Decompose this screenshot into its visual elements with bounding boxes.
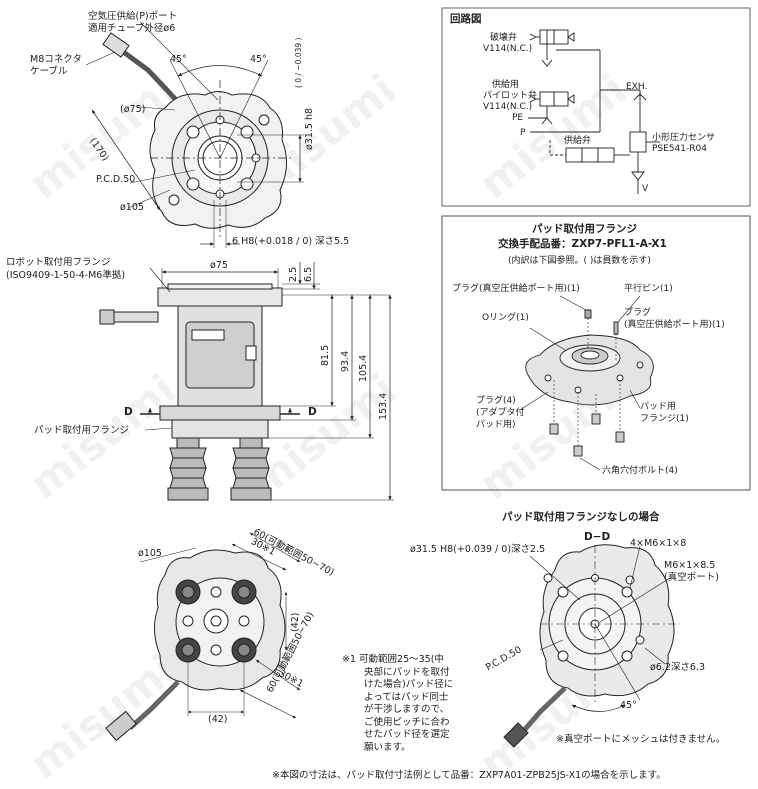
dim-2-5-label: 2.5 bbox=[288, 266, 299, 282]
robot-flange-label: ロボット取付用フランジ bbox=[6, 257, 111, 268]
note-line: が干渉しますので、 bbox=[364, 704, 450, 715]
section-angle-label: 45° bbox=[620, 700, 637, 711]
bore-tol-label: ( 0 / −0.039 ) bbox=[294, 37, 303, 88]
note-line: ※1 可動範囲25～35(中 bbox=[342, 654, 444, 665]
note-line: 願います。 bbox=[364, 741, 411, 753]
dim-153-4-label: 153.4 bbox=[378, 392, 389, 420]
section-view-title: パッド取付用フランジなしの場合 bbox=[502, 511, 660, 523]
break-valve-model: V114(N.C.) bbox=[483, 44, 533, 54]
hole-depth-label: ø6.2深さ6.3 bbox=[650, 662, 706, 673]
circuit-diagram bbox=[441, 7, 751, 207]
dim-81-5-label: 81.5 bbox=[320, 344, 331, 366]
bottom-view bbox=[105, 532, 301, 742]
m6-holes-label: 4×M6×1×8 bbox=[630, 538, 687, 549]
sensor-model: PSE541-R04 bbox=[652, 144, 707, 154]
pilot-valve-model: V114(N.C.) bbox=[483, 102, 533, 112]
supply-valve-label: 供給弁 bbox=[564, 136, 592, 146]
note-line: けた場合)パッド径に bbox=[364, 679, 454, 690]
pad-flange-exploded bbox=[519, 295, 654, 471]
pad-flange-part-label: パッド用 bbox=[640, 402, 677, 412]
pcd-label: P.C.D.50 bbox=[96, 174, 136, 185]
p-label: P bbox=[520, 128, 526, 138]
pad-flange-note: (内訳は下図参照。( )は員数を示す) bbox=[508, 256, 651, 266]
pad-flange-box-frame bbox=[441, 215, 751, 491]
v-label: V bbox=[642, 184, 649, 194]
side-view bbox=[99, 262, 394, 501]
pad-flange-title: パッド取付用フランジ bbox=[532, 223, 637, 235]
vacuum-port-thread-label: M6×1×8.5 bbox=[664, 560, 716, 571]
pe-label: PE bbox=[512, 113, 524, 123]
pad-flange-label: パッド取付用フランジ bbox=[34, 425, 130, 436]
dim-6-5-label: 6.5 bbox=[303, 266, 314, 282]
plug-vac-port-label: (真空圧供給ポート用)(1) bbox=[624, 320, 725, 330]
parallel-pin-label: 平行ピン(1) bbox=[624, 284, 673, 294]
air-port-label: 空気圧供給(P)ポート bbox=[88, 11, 178, 22]
section-left-mark: D bbox=[124, 406, 133, 418]
plug-adapter-label: プラグ(4) bbox=[476, 396, 516, 406]
robot-flange-std-label: (ISO9409-1-50-4-M6準拠) bbox=[6, 270, 126, 281]
oring-label: Oリング(1) bbox=[482, 313, 529, 323]
exh-label: EXH. bbox=[626, 82, 648, 92]
plug-label: プラグ bbox=[624, 308, 652, 318]
vacuum-port-label: (真空ポート) bbox=[664, 572, 719, 583]
bore-label: ø31.5 h8 bbox=[304, 107, 315, 150]
pad-flange-part-number: 交換手配品番：ZXP7-PFL1-A-X1 bbox=[498, 238, 667, 250]
note-line: 央部にパッドを取付 bbox=[364, 666, 450, 678]
section-right-mark: D bbox=[308, 406, 317, 418]
connector-cable-label: ケーブル bbox=[30, 66, 68, 77]
angle-right-label: 45° bbox=[250, 54, 267, 65]
mesh-note: ※真空ポートにメッシュは付きません。 bbox=[556, 734, 726, 745]
sensor-label: 小形圧力センサ bbox=[652, 133, 716, 143]
section-dd bbox=[503, 544, 680, 748]
footer-note: ※本図の寸法は、パッド取付寸法例として品番：ZXP7A01-ZPB25JS-X1… bbox=[272, 770, 666, 781]
angle-left-label: 45° bbox=[170, 54, 187, 65]
connector-label: M8コネクタ bbox=[30, 54, 82, 65]
hex-bolt-label: 六角穴付ボルト(4) bbox=[602, 466, 678, 476]
key-label: 6 H8(+0.018 / 0) 深さ5.5 bbox=[232, 236, 350, 247]
circuit-title: 回路図 bbox=[450, 13, 482, 25]
dia-105-label: ø105 bbox=[120, 202, 144, 213]
pilot-valve-label: 供給用 bbox=[492, 80, 520, 90]
dim-93-4-label: 93.4 bbox=[340, 350, 351, 372]
dim-42-bottom-label: (42) bbox=[208, 714, 228, 725]
air-port-tube-label: 適用チューブ外径ø6 bbox=[88, 23, 176, 34]
note-line: ご使用ピッチに合わ bbox=[364, 716, 450, 728]
bottom-dia-105-label: ø105 bbox=[138, 548, 162, 559]
pad-flange-part-label-2: フランジ(1) bbox=[640, 414, 689, 424]
section-bore-label: ø31.5 H8(+0.039 / 0)深さ2.5 bbox=[410, 544, 546, 555]
break-valve-label: 破壊弁 bbox=[490, 33, 518, 43]
note-line: よってはパッド同士 bbox=[364, 691, 449, 703]
dim-105-4-label: 105.4 bbox=[358, 354, 369, 382]
plug-adapter-label-3: パッド用) bbox=[476, 420, 516, 430]
plug-vac-label: プラグ(真空圧供給ポート用)(1) bbox=[452, 284, 580, 294]
movable-range-note: ※1 可動範囲25～35(中 央部にパッドを取付 けた場合)パッド径に よっては… bbox=[342, 654, 453, 754]
dia-75-label: (ø75) bbox=[120, 104, 146, 115]
plug-adapter-label-2: (アダプタ付 bbox=[476, 408, 525, 418]
pilot-valve-label-2: パイロット弁 bbox=[483, 91, 538, 101]
note-line: せたパッド径を選定 bbox=[364, 729, 450, 740]
section-dd-label: D−D bbox=[584, 531, 611, 543]
top-view bbox=[85, 21, 304, 248]
side-dia-75-label: ø75 bbox=[210, 260, 228, 271]
